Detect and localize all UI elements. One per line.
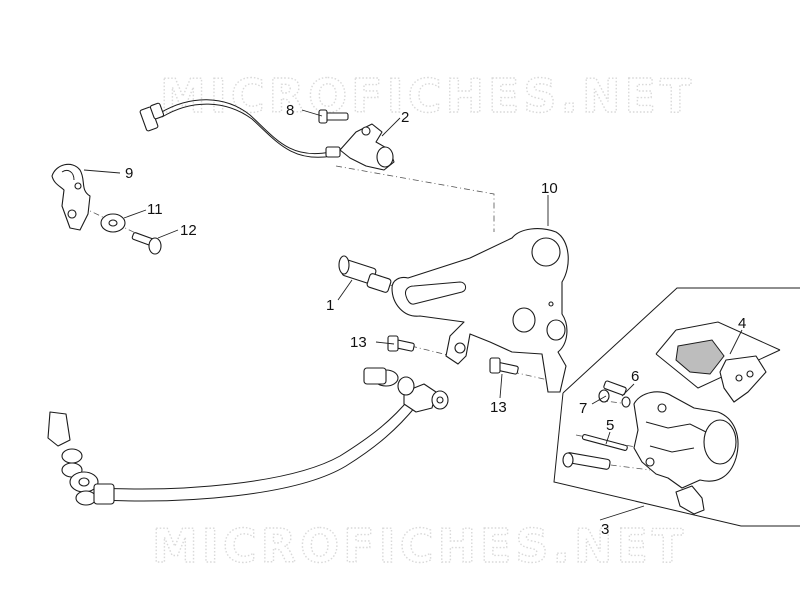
caliper-assembly-frame (553, 287, 800, 527)
speed-sensor (339, 123, 395, 171)
sensor-screw (318, 109, 349, 124)
brake-caliper-body (633, 391, 739, 515)
watermark-top: MICROFICHES.NET (160, 69, 695, 123)
callout-9: 9 (125, 165, 133, 182)
callout-labels: 8 2 9 10 11 12 1 4 13 6 13 7 5 3 (125, 102, 746, 538)
speed-sensor-cable (139, 99, 341, 158)
caliper-bracket (391, 228, 569, 393)
leader-lines (83, 109, 743, 521)
callout-8: 8 (286, 102, 294, 119)
callout-4: 4 (738, 315, 746, 332)
callout-13-right: 13 (490, 399, 507, 416)
callout-11: 11 (147, 201, 163, 218)
pad-pin-clip (598, 380, 631, 408)
watermark-bottom: MICROFICHES.NET (152, 519, 687, 573)
callout-1: 1 (326, 297, 334, 314)
washer (100, 213, 126, 233)
callout-2: 2 (401, 109, 409, 126)
callout-5: 5 (606, 417, 614, 434)
bolt-13-right (489, 357, 519, 375)
brake-hose (47, 367, 449, 506)
pin-1 (338, 255, 392, 293)
bolt-12 (131, 232, 162, 255)
callout-13-left: 13 (350, 334, 367, 351)
callout-12: 12 (180, 222, 197, 239)
callout-6: 6 (631, 368, 639, 385)
callout-10: 10 (541, 180, 558, 197)
brake-pad-set (655, 321, 781, 403)
callout-7: 7 (579, 400, 587, 417)
pad-retaining-pin (562, 434, 628, 470)
cable-guide-clip (51, 163, 91, 231)
callout-3: 3 (601, 521, 609, 538)
